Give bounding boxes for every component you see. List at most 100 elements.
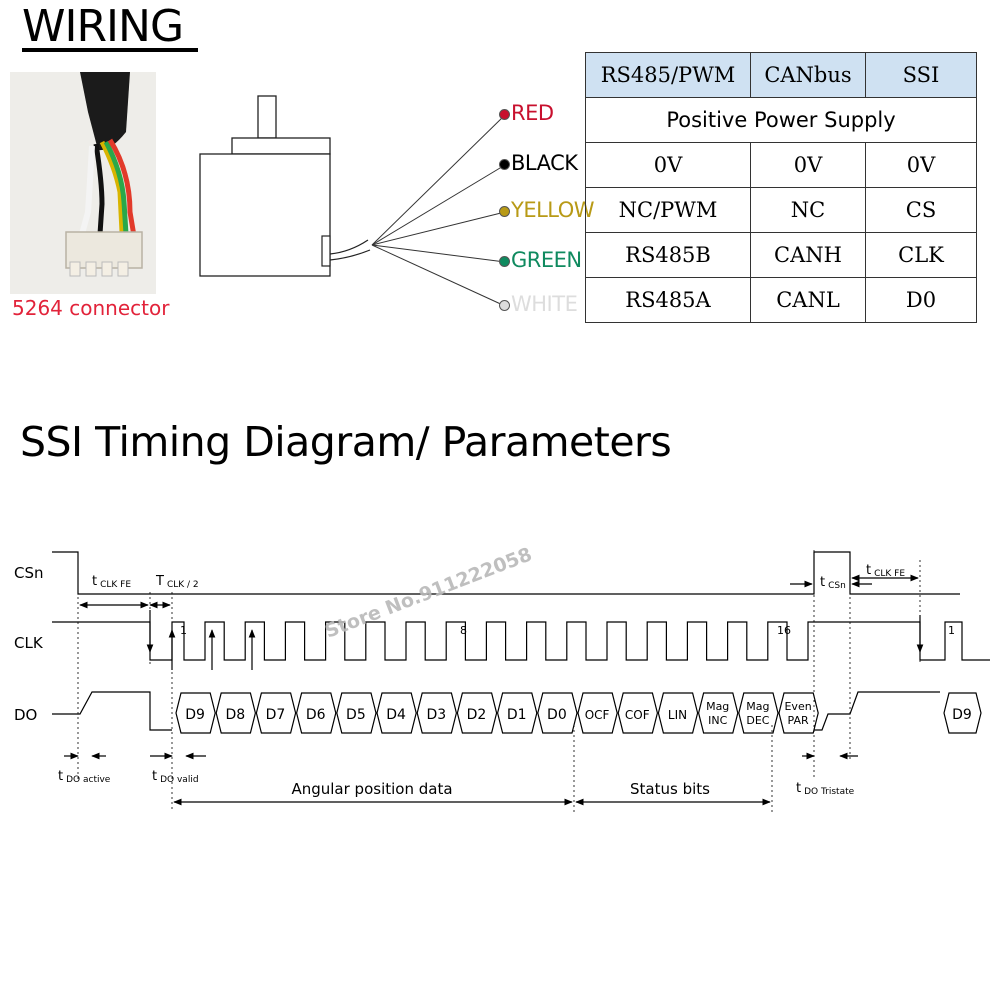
bit-cell	[255, 692, 297, 734]
header-cell: CANbus	[750, 52, 866, 98]
wire-dot-icon	[499, 256, 510, 267]
table-cell: NC/PWM	[585, 187, 751, 233]
wire-lines	[371, 114, 506, 307]
connector-photo	[10, 72, 156, 294]
bit-label: Mag	[746, 700, 769, 713]
encoder-body	[199, 153, 331, 277]
bit-label: D2	[467, 707, 487, 723]
wire-line	[371, 114, 506, 246]
bit-label: D1	[507, 707, 527, 723]
status-range-label: Status bits	[630, 780, 710, 798]
bit-cell	[215, 692, 257, 734]
bit-cell	[456, 692, 498, 734]
wire-line	[371, 164, 506, 246]
connector-illustration	[10, 72, 156, 294]
wire-dot-icon	[499, 300, 510, 311]
bit-cell	[295, 692, 337, 734]
wire-label: GREEN	[511, 248, 582, 272]
pin-table: RS485/PWM CANbus SSI Positive Power Supp…	[585, 52, 977, 323]
bit-cell	[175, 692, 216, 734]
bit-cell	[496, 692, 538, 734]
bit-cell-next	[943, 692, 982, 734]
table-cell: D0	[865, 277, 977, 323]
bit-label: Even	[784, 700, 811, 713]
bit-cell	[416, 692, 458, 734]
bit-label: LIN	[668, 708, 687, 722]
signal-label-csn: CSn	[14, 564, 44, 582]
wire-label: BLACK	[511, 151, 578, 175]
do-waveform-tail	[808, 691, 940, 731]
signal-label-clk: CLK	[14, 634, 44, 652]
bit-label: OCF	[585, 708, 610, 722]
bit-label: PAR	[788, 714, 809, 727]
table-cell: CANL	[750, 277, 866, 323]
encoder-shaft	[257, 95, 277, 139]
bit-label: INC	[708, 714, 727, 727]
bit-label: D7	[266, 707, 286, 723]
bit-cell	[738, 692, 779, 734]
bit-label: D3	[426, 707, 446, 723]
bit-cell	[537, 692, 578, 734]
bit-cell	[778, 692, 819, 734]
table-cell: NC	[750, 187, 866, 233]
wire-dot-icon	[499, 109, 510, 120]
bit-cell	[577, 692, 618, 734]
wire-dot-icon	[499, 206, 510, 217]
bit-label: D8	[225, 707, 245, 723]
title-underline	[22, 48, 198, 52]
table-cell: CS	[865, 187, 977, 233]
table-cell: RS485A	[585, 277, 751, 323]
wire-line	[371, 244, 506, 263]
clock-num: 1	[180, 624, 187, 637]
clock-num: 8	[460, 624, 467, 637]
watermark: Store No.911222058	[322, 543, 535, 642]
encoder-drawing	[199, 95, 506, 307]
bit-label: D4	[386, 707, 406, 723]
wire-label: WHITE	[511, 292, 578, 316]
bit-cell	[376, 692, 417, 734]
bit-label: D6	[306, 707, 326, 723]
wire-label: RED	[511, 101, 554, 125]
power-cell: Positive Power Supply	[585, 97, 977, 143]
bit-label: D0	[547, 707, 567, 723]
table-cell: RS485B	[585, 232, 751, 278]
clock-num: 1	[948, 624, 955, 637]
table-cell: 0V	[585, 142, 751, 188]
do-waveform	[52, 691, 172, 731]
signal-label-do: DO	[14, 706, 37, 724]
bit-cell	[336, 692, 377, 734]
table-cell: CLK	[865, 232, 977, 278]
bit-label: DEC	[746, 714, 769, 727]
connector-label: 5264 connector	[12, 296, 170, 320]
clk-waveform	[52, 621, 990, 661]
table-cell: 0V	[865, 142, 977, 188]
header-cell: RS485/PWM	[585, 52, 751, 98]
table-cell: 0V	[750, 142, 866, 188]
clock-num: 16	[777, 624, 791, 637]
bit-label-next: D9	[952, 707, 972, 723]
bit-label: Mag	[706, 700, 729, 713]
wire-line	[371, 244, 506, 307]
table-cell: CANH	[750, 232, 866, 278]
wire-label: YELLOW	[511, 198, 595, 222]
angular-range-label: Angular position data	[291, 780, 452, 798]
bit-label: D9	[185, 707, 205, 723]
bit-cell	[697, 692, 739, 734]
wire-line	[371, 211, 506, 246]
encoder-flange	[231, 137, 331, 155]
bit-label: COF	[625, 708, 650, 722]
wiring-title: WIRING	[22, 1, 184, 52]
bit-cell	[657, 692, 699, 734]
bit-cell	[617, 692, 659, 734]
